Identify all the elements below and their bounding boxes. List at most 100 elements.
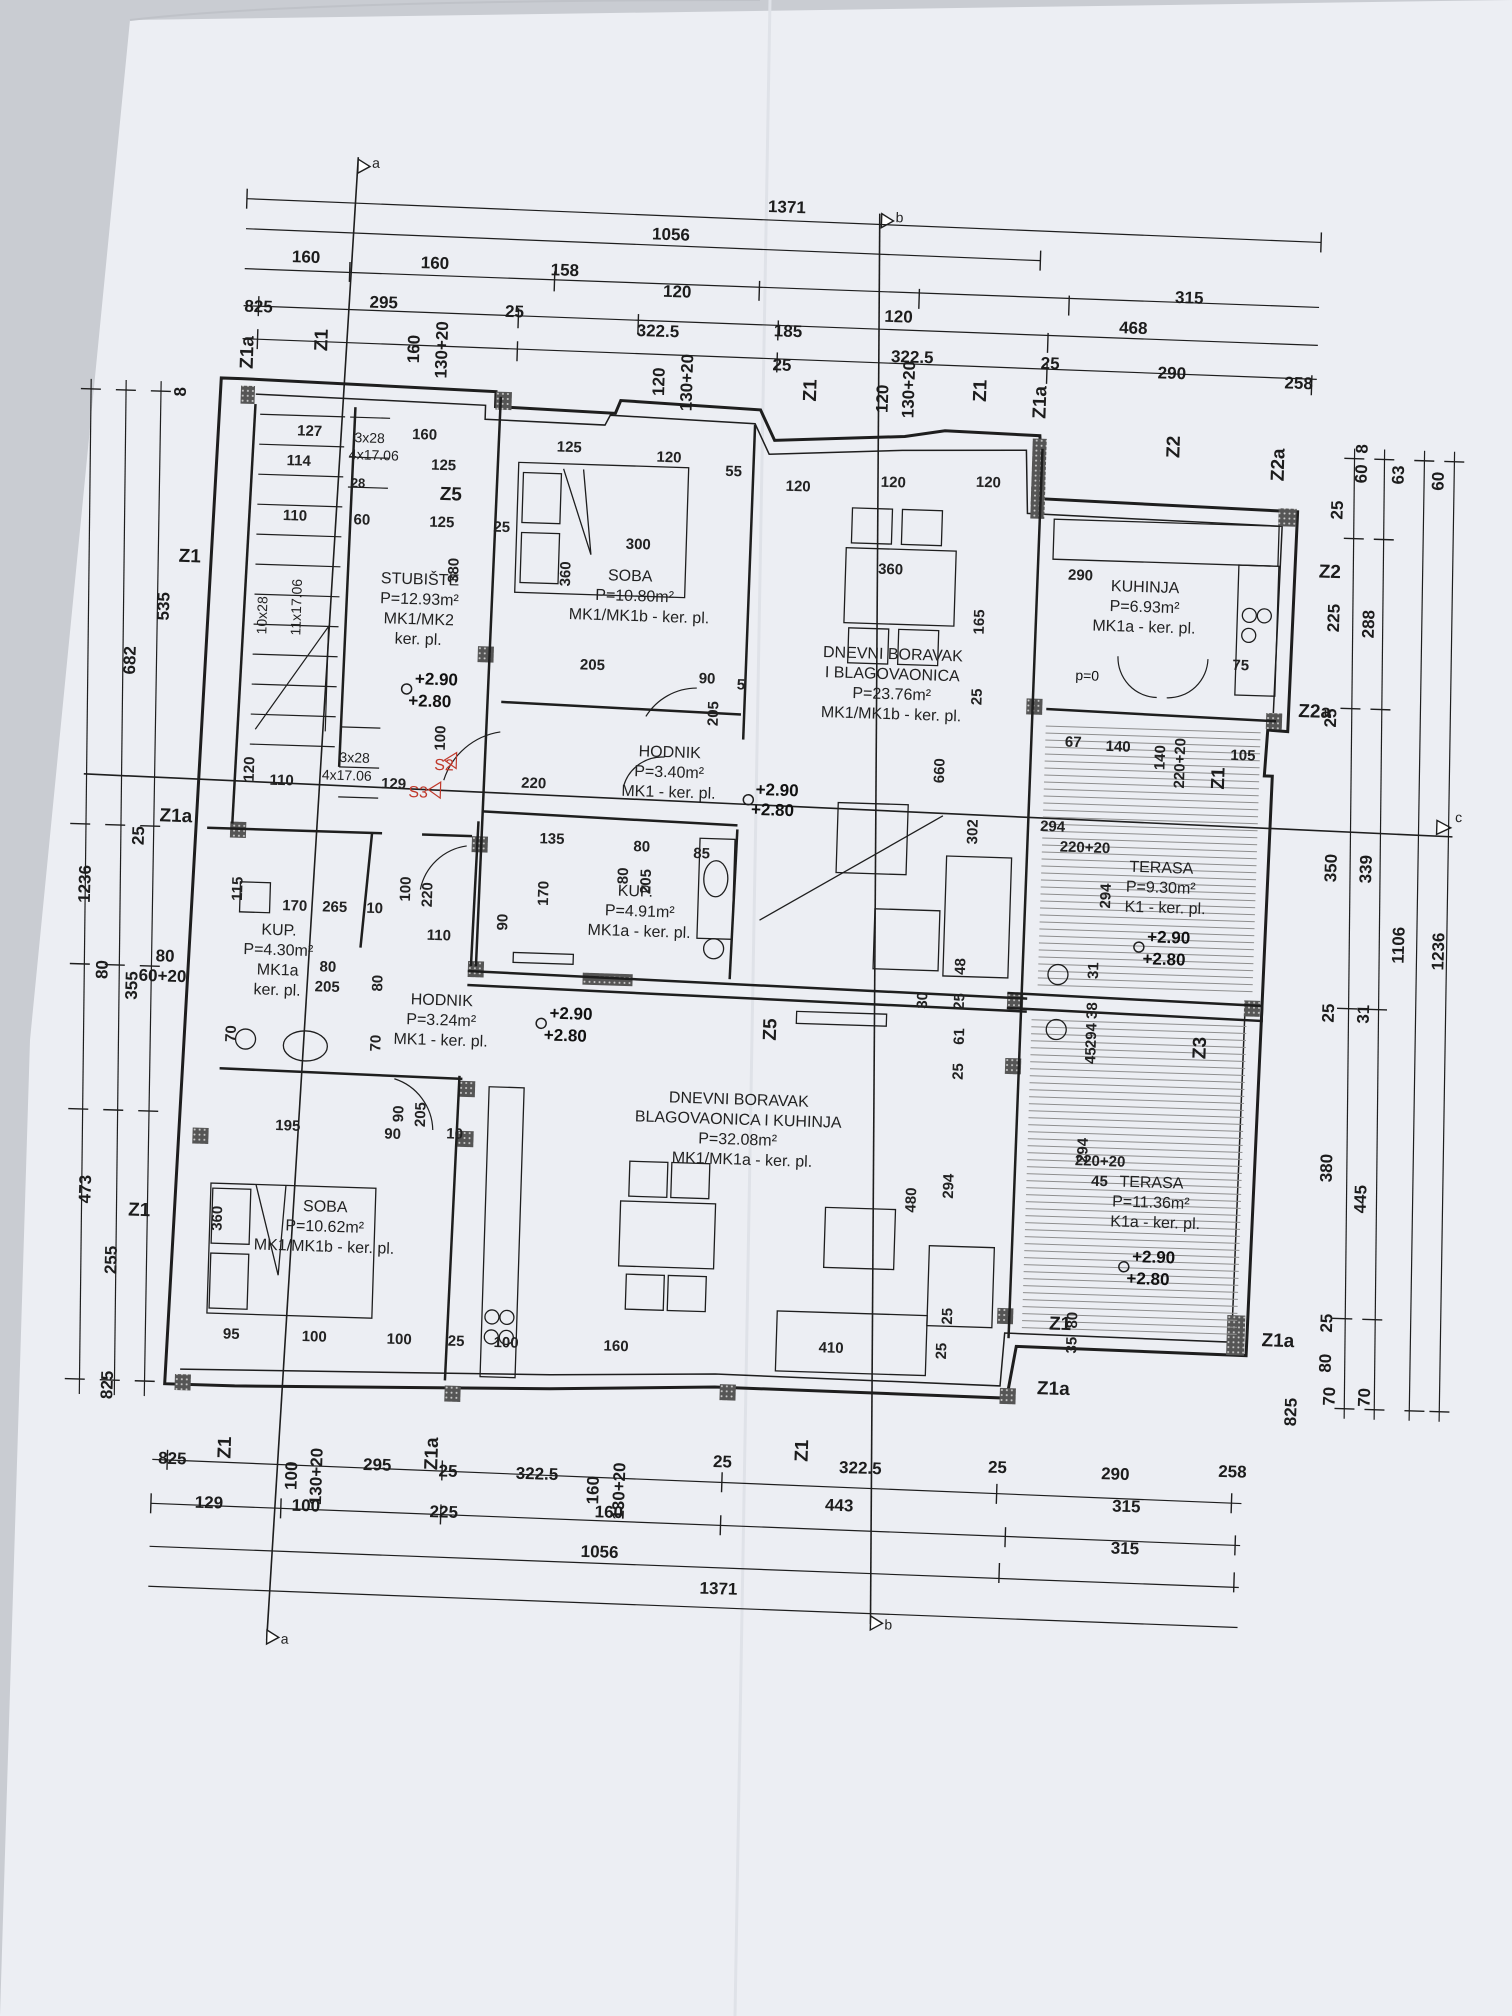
dimension-lines-bottom: [148, 1458, 1242, 1629]
dim-int-380: 380: [445, 558, 463, 584]
dim-int-80e: 25: [933, 1342, 951, 1359]
dim-int-205d: 205: [314, 978, 340, 996]
dim-top-r5-3: 25: [1040, 354, 1060, 374]
stair-steps-b2: 4x17.06: [322, 766, 373, 784]
dim-int-125a: 125: [557, 439, 583, 457]
room-area-kuhinja: P=6.93m²: [1109, 598, 1180, 617]
room-finish-stubiste: MK1/MK2: [383, 610, 454, 629]
dim-left-535: 535: [154, 592, 174, 621]
level-upper-hodnik-lower: +2.90: [549, 1004, 593, 1024]
dim-bottom-r2-3: 160: [594, 1502, 623, 1522]
room-finish-dnevni-lower: MK1/MK1a - ker. pl.: [671, 1150, 812, 1171]
dim-int-34: 35: [1063, 1337, 1081, 1354]
dim-int-165: 165: [971, 609, 989, 635]
dim-int-205c: 205: [637, 869, 655, 895]
dim-top-r4-2: 25: [505, 302, 525, 322]
dim-int-205: 205: [580, 656, 606, 674]
dim-int-25e: 25: [950, 1063, 968, 1080]
stair-label-s2: S2: [434, 757, 454, 775]
dim-int-410: 410: [818, 1339, 844, 1357]
dim-int-22020c: 45: [1091, 1173, 1108, 1191]
dim-left-255: 255: [101, 1245, 121, 1274]
dim-int-100c: 100: [301, 1328, 327, 1346]
section-mark-a-bottom: a: [280, 1630, 288, 1646]
dim-top-r5-0: 322.5: [636, 321, 679, 341]
dim-int-480: 480: [902, 1187, 920, 1213]
wall-tag-z5-lower: Z5: [760, 1018, 782, 1041]
room-finish-terasa-lower: K1a - ker. pl.: [1110, 1213, 1200, 1233]
room-name-hodnik-lower: HODNIK: [410, 991, 473, 1010]
dim-right-380: 380: [1317, 1154, 1337, 1183]
dim-top-r4-1: 295: [369, 293, 398, 313]
dimension-ticks-side: [64, 387, 1465, 1413]
level-lower-stubiste: +2.80: [408, 691, 452, 711]
room-area-soba-upper: P=10.80m²: [595, 587, 675, 606]
dim-int-114: 114: [286, 452, 311, 470]
bed-upper: [514, 461, 690, 599]
dim-top-open-2: 120: [649, 367, 669, 396]
room-finish-hodnik-lower: MK1 - ker. pl.: [393, 1031, 488, 1051]
level-p0: p=0: [1075, 667, 1099, 684]
dim-int-294: 294: [940, 1173, 958, 1199]
dim-int-195: 195: [275, 1117, 301, 1135]
dimension-ticks-bottom: [149, 1449, 1237, 1593]
dim-int-120d: 120: [976, 474, 1002, 492]
dim-left-25: 25: [129, 826, 149, 846]
dim-int-100e: 100: [493, 1334, 519, 1352]
stair-steps-d: 11x17.06: [287, 578, 305, 635]
level-lower-hodnik-lower: +2.80: [544, 1025, 588, 1045]
dim-int-220: 220: [521, 775, 547, 793]
dim-right-8: 8: [1352, 444, 1371, 454]
dim-left-1236: 1236: [75, 865, 95, 903]
room-name-terasa-lower: TERASA: [1119, 1174, 1184, 1193]
room-area-dnevni-upper: P=23.76m²: [852, 685, 932, 704]
dim-int-60: 60: [353, 511, 370, 529]
dim-bottom-r2-2: 225: [429, 1502, 458, 1522]
dim-int-90d: 90: [384, 1125, 401, 1143]
dim-right-445: 445: [1351, 1185, 1371, 1214]
dim-int-30: 30: [914, 992, 932, 1009]
dim-left-8: 8: [171, 387, 190, 397]
dim-int-205e: 205: [412, 1102, 430, 1128]
dim-int-67: 67: [1065, 734, 1082, 752]
dim-bottom-r2-1: 100: [291, 1496, 320, 1516]
dim-bottom-open-3: 130+20: [609, 1462, 630, 1520]
room-name-stubiste: STUBIŠTE: [381, 568, 460, 589]
dim-int-100: 100: [432, 725, 450, 751]
level-markers: [400, 683, 1145, 1273]
dim-top-open-3: 130+20: [676, 354, 697, 412]
dim-int-300: 300: [625, 536, 651, 554]
dim-bottom-r1-7: 290: [1101, 1464, 1130, 1484]
dim-int-100b: 100: [397, 876, 415, 902]
dim-left-355: 355: [122, 971, 142, 1000]
dim-int-170b: 170: [282, 897, 308, 915]
dim-int-265: 265: [322, 898, 348, 916]
dim-top-r4-5: 120: [884, 307, 913, 327]
dim-int-10b: 10: [446, 1125, 463, 1143]
dim-right-288: 288: [1359, 610, 1379, 639]
room-finish-terasa-upper: K1 - ker. pl.: [1124, 899, 1205, 919]
level-lower-hodnik: +2.80: [751, 800, 795, 820]
room-area-hodnik-upper: P=3.40m²: [634, 763, 705, 782]
dim-right-80: 80: [1316, 1353, 1336, 1373]
terrace-hatch-upper: [1037, 721, 1261, 998]
room-name2-dnevni-upper: I BLAGOVAONICA: [825, 664, 961, 685]
room-area-soba-lower: P=10.62m²: [285, 1217, 365, 1236]
dim-int-10: 10: [366, 900, 383, 918]
dim-int-290: 290: [1068, 567, 1094, 585]
room-area-kup-lower: P=4.30m²: [243, 941, 314, 960]
room-area-terasa-lower: P=11.36m²: [1112, 1193, 1191, 1212]
section-mark-a-top: a: [372, 155, 380, 171]
dim-int-294a: 294: [1040, 818, 1066, 836]
dim-int-80c: 80: [319, 958, 336, 976]
dim-int-105: 105: [1230, 747, 1256, 765]
dim-int-294c: 220+20: [1075, 1152, 1126, 1171]
level-upper-hodnik: +2.90: [755, 780, 799, 800]
dim-int-294d: 294: [1074, 1137, 1092, 1163]
dim-top-r3-1: 160: [421, 253, 450, 273]
dim-bottom-r2-5: 315: [1112, 1497, 1141, 1517]
dim-int-70: 70: [222, 1025, 240, 1042]
dim-int-31b: 38: [1084, 1002, 1102, 1019]
dim-right-70b: 70: [1355, 1388, 1375, 1408]
